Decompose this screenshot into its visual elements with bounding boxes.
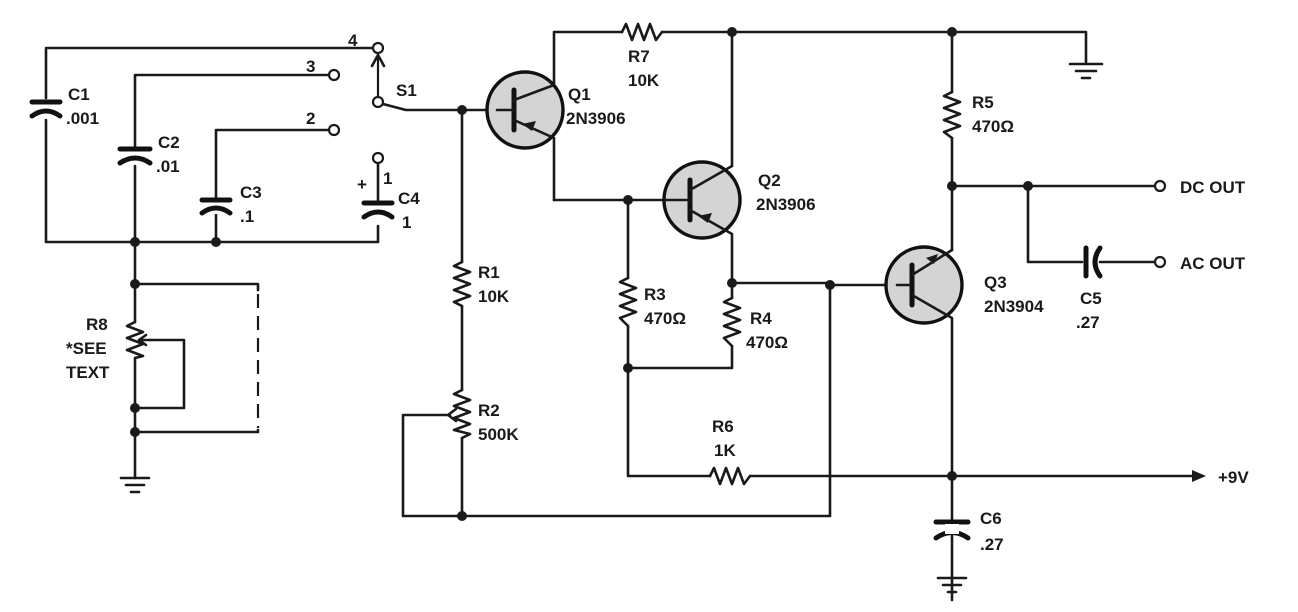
ground-c6	[936, 576, 968, 594]
label-q1: Q1	[568, 85, 591, 104]
label-ac-out: AC OUT	[1180, 254, 1246, 273]
label-q1-part: 2N3906	[566, 109, 626, 128]
label-c1-value: .001	[66, 109, 99, 128]
ac-out-terminal	[1153, 255, 1167, 269]
label-r6: R6	[712, 417, 734, 436]
potentiometer-r2	[446, 388, 472, 440]
switch-s1-terminal-2	[327, 123, 341, 137]
label-s1-pos3: 3	[306, 57, 315, 76]
resistor-r3	[618, 276, 638, 328]
label-r5-value: 470Ω	[972, 117, 1014, 136]
label-r8-note-2: TEXT	[66, 363, 110, 382]
label-r2-value: 500K	[478, 425, 519, 444]
label-c4-value: 1	[402, 213, 411, 232]
label-s1-pos2: 2	[306, 109, 315, 128]
transistor-q3	[884, 245, 964, 602]
label-r5: R5	[972, 93, 994, 112]
label-r8-note-1: *SEE	[66, 339, 107, 358]
capacitor-c5	[1083, 245, 1103, 279]
label-c5-value: .27	[1076, 313, 1100, 332]
junction-dots	[130, 27, 1033, 521]
transistor-q1	[485, 70, 565, 202]
label-s1: S1	[396, 81, 417, 100]
label-r6-value: 1K	[714, 441, 736, 460]
label-c5: C5	[1080, 289, 1102, 308]
transistor-q2	[662, 160, 742, 300]
q2-base-wiring	[552, 198, 734, 478]
label-r7: R7	[628, 47, 650, 66]
label-r3-value: 470Ω	[644, 309, 686, 328]
label-r4: R4	[750, 309, 772, 328]
dc-out-terminal	[1153, 179, 1167, 193]
switch-s1-common	[371, 95, 385, 109]
label-c2-value: .01	[156, 157, 180, 176]
label-c4: C4	[398, 189, 420, 208]
switch-s1-terminal-3	[327, 68, 341, 82]
label-c2: C2	[158, 133, 180, 152]
potentiometer-r8	[125, 320, 152, 360]
label-dc-out: DC OUT	[1180, 178, 1246, 197]
label-c3: C3	[240, 183, 262, 202]
bias-chain-wiring	[401, 108, 899, 518]
label-q3-part: 2N3904	[984, 297, 1044, 316]
label-c1: C1	[68, 85, 90, 104]
label-r8: R8	[86, 315, 108, 334]
label-s1-pos4: 4	[348, 31, 358, 50]
label-q2: Q2	[758, 171, 781, 190]
label-c3-value: .1	[240, 207, 254, 226]
label-r1: R1	[478, 263, 500, 282]
supply-rail	[748, 470, 1206, 482]
label-c6-value: .27	[980, 535, 1004, 554]
label-r7-value: 10K	[628, 71, 660, 90]
output-wiring	[950, 184, 1157, 264]
switch-s1	[327, 41, 464, 165]
label-r4-value: 470Ω	[746, 333, 788, 352]
label-q3: Q3	[984, 273, 1007, 292]
ground-top	[1068, 62, 1104, 80]
switch-s1-terminal-4	[371, 41, 385, 55]
capacitor-bank-wiring	[44, 46, 380, 480]
label-s1-pos1: 1	[383, 169, 392, 188]
resistor-r4	[722, 296, 742, 348]
ground-r8	[119, 476, 151, 494]
capacitor-c1	[29, 99, 63, 119]
label-c4-plus: +	[357, 175, 367, 194]
label-c6: C6	[980, 509, 1002, 528]
capacitor-c2	[117, 146, 153, 166]
switch-s1-terminal-1	[371, 151, 385, 165]
capacitor-c4	[361, 200, 395, 220]
label-r2: R2	[478, 401, 500, 420]
top-rail-wiring	[552, 30, 1088, 252]
label-r3: R3	[644, 285, 666, 304]
resistor-r1	[452, 260, 472, 308]
label-r1-value: 10K	[478, 287, 510, 306]
resistor-r6	[708, 466, 752, 486]
resistor-r5	[942, 90, 962, 140]
label-q2-part: 2N3906	[756, 195, 816, 214]
capacitor-c3	[199, 197, 233, 216]
resistor-r7	[620, 22, 664, 42]
label-supply-9v: +9V	[1218, 468, 1249, 487]
